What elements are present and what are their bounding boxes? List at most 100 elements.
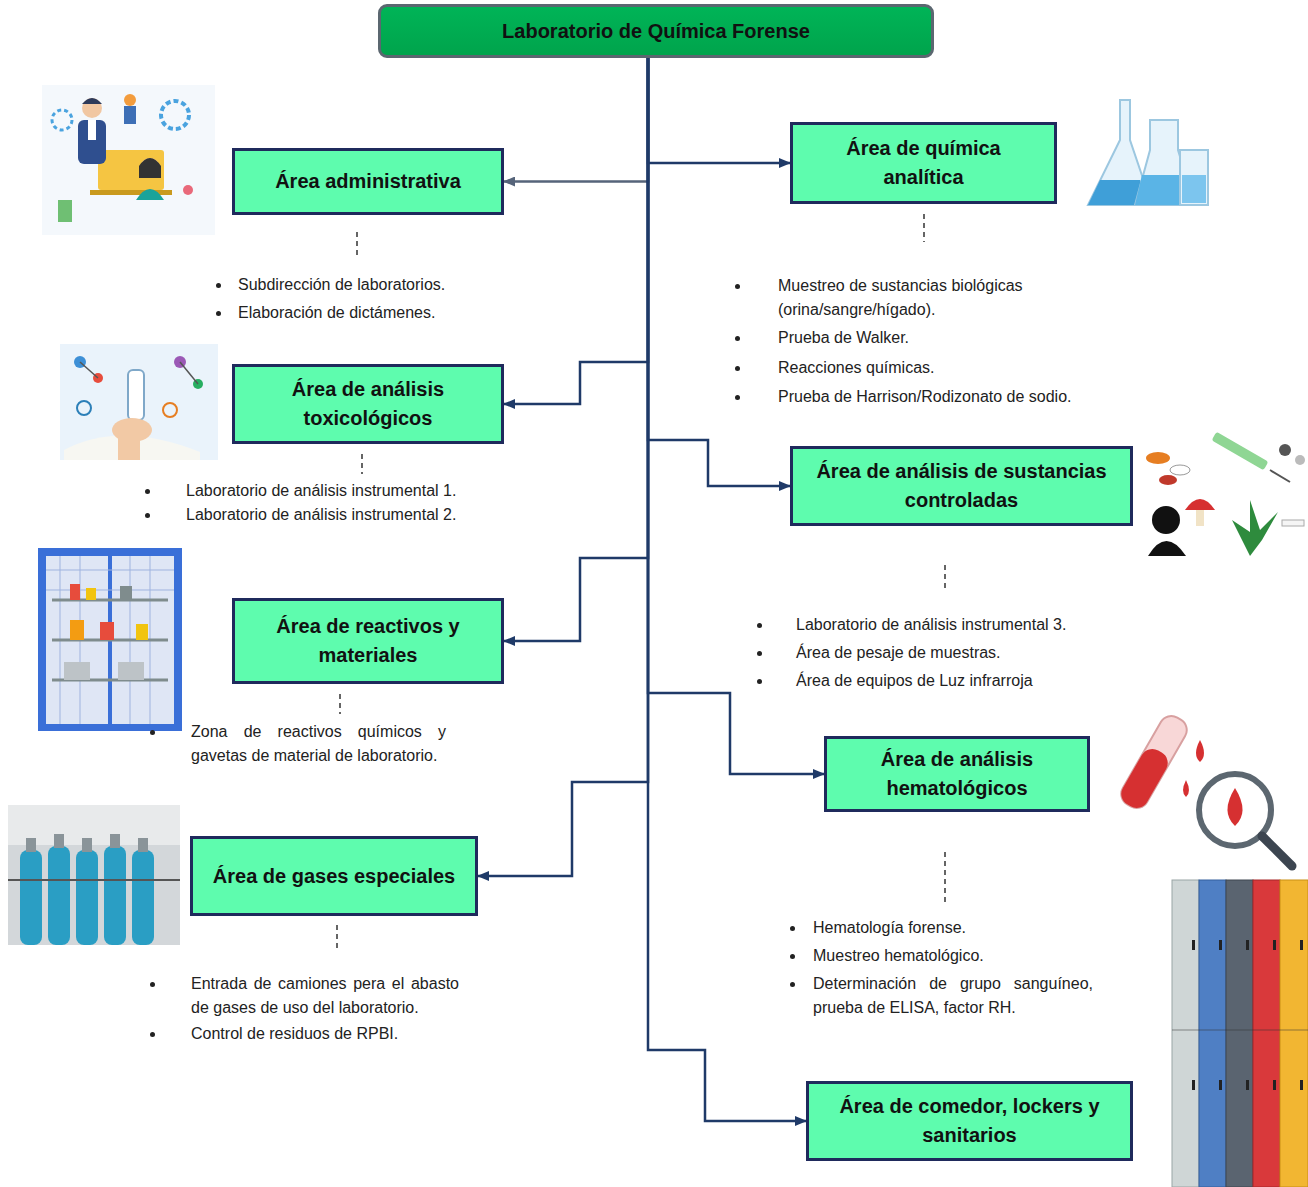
drugs-illustration-part <box>1212 432 1269 471</box>
bullet-text: Laboratorio de análisis instrumental 3. <box>796 613 1196 637</box>
bullet-dot <box>735 366 740 371</box>
office-illustration-part <box>88 120 96 140</box>
lockers-illustration-part-part <box>1273 940 1276 950</box>
bullet-dot <box>790 982 795 987</box>
area-box: Área administrativa <box>232 148 504 215</box>
bullet-dot <box>735 284 740 289</box>
gas-cylinders-part <box>8 879 180 881</box>
area-name: Área de análisis de sustancias controlad… <box>805 457 1118 515</box>
reagent-cabinet-part-part <box>46 590 174 591</box>
gas-cylinders-part-part <box>138 838 148 852</box>
drugs-illustration-part <box>1146 452 1170 464</box>
lockers-illustration-part-part <box>1300 1080 1303 1090</box>
gas-cylinders-part-part <box>104 846 126 945</box>
area-box: Área de análisis toxicológicos <box>232 364 504 444</box>
blood-illustration-part <box>1228 788 1243 826</box>
flask-illustration <box>1088 100 1208 205</box>
drugs-illustration-part <box>1295 455 1305 465</box>
lockers-illustration <box>1172 880 1308 1187</box>
area-box: Área de comedor, lockers y sanitarios <box>806 1081 1133 1161</box>
bullet-text: Laboratorio de análisis instrumental 2. <box>186 503 566 527</box>
office-illustration-part <box>140 158 160 178</box>
toxicology-illustration-part <box>128 370 144 420</box>
bullet-item: Reacciones químicas. <box>735 356 1108 380</box>
bullet-dot <box>150 1032 155 1037</box>
lockers-illustration-part-part <box>1192 1080 1195 1090</box>
flask-illustration-part <box>1180 150 1208 205</box>
office-illustration-part <box>124 94 136 106</box>
bullet-item: Entrada de camiones pera el abasto de ga… <box>150 972 459 1020</box>
leader-dash-part <box>339 694 341 714</box>
office-illustration-part <box>82 98 102 104</box>
bullet-text: Prueba de Harrison/Rodizonato de sodio. <box>778 385 1198 409</box>
leader-dash-part <box>923 214 925 242</box>
bullet-dot <box>216 311 221 316</box>
lockers-illustration-part-part <box>1219 940 1222 950</box>
reagent-cabinet-part <box>64 662 90 680</box>
reagent-cabinet-part <box>46 556 174 724</box>
toxicology-illustration <box>60 344 218 460</box>
office-illustration-part <box>42 85 215 235</box>
branch-connector <box>504 58 648 404</box>
leader-dash-part <box>336 925 338 952</box>
area-box: Área de análisis de sustancias controlad… <box>790 446 1133 526</box>
gas-cylinders-part-part <box>132 850 154 945</box>
title-box: Laboratorio de Química Forense <box>378 4 934 58</box>
office-illustration-part <box>52 110 72 130</box>
leader-dash-part <box>356 232 358 258</box>
bullet-item: Zona de reactivos químicos y gavetas de … <box>150 720 446 768</box>
area-name: Área de análisis toxicológicos <box>247 375 489 433</box>
blood-illustration-part <box>1196 740 1204 762</box>
bullet-text: Prueba de Walker. <box>778 326 1108 350</box>
leader-dash-part <box>944 852 946 902</box>
bullet-text: Área de pesaje de muestras. <box>796 641 1196 665</box>
bullet-item: Laboratorio de análisis instrumental 3. <box>757 613 1196 637</box>
lockers-illustration-part-part <box>1219 1080 1222 1090</box>
drugs-illustration-part <box>1196 510 1204 526</box>
drugs-illustration-part <box>1270 470 1290 482</box>
toxicology-illustration-part <box>60 344 218 460</box>
drugs-illustration-part <box>1279 444 1291 456</box>
bullet-dot <box>150 982 155 987</box>
bullet-text: Subdirección de laboratorios. <box>238 273 538 297</box>
bullet-dot <box>757 623 762 628</box>
lockers-illustration-part-part <box>1192 940 1195 950</box>
lockers-illustration-part-part <box>1300 940 1303 950</box>
area-box: Área de gases especiales <box>190 836 478 916</box>
lockers-illustration-part-part <box>1246 1080 1249 1090</box>
branch-connector <box>648 58 806 1121</box>
office-illustration-part <box>90 190 172 195</box>
bullet-dot <box>757 651 762 656</box>
drugs-illustration-part <box>1148 541 1186 556</box>
office-illustration-part <box>78 120 106 164</box>
gas-cylinders-part <box>26 834 148 852</box>
bullet-text: Área de equipos de Luz infrarroja <box>796 669 1196 693</box>
reagent-cabinet <box>38 548 182 731</box>
bullet-dot <box>757 679 762 684</box>
reagent-cabinet-part <box>118 662 144 680</box>
branch-connector <box>504 58 648 641</box>
reagent-cabinet-part <box>38 548 182 731</box>
bullet-item: Área de equipos de Luz infrarroja <box>757 669 1196 693</box>
branch-connector <box>648 58 790 486</box>
toxicology-illustration-part <box>77 401 91 415</box>
gas-cylinders-part <box>8 805 180 945</box>
blood-illustration-part <box>1117 712 1191 813</box>
bullet-item: Muestreo hematológico. <box>790 944 1213 968</box>
gas-cylinders-part-part <box>26 838 36 852</box>
area-name: Área de análisis hematológicos <box>839 745 1075 803</box>
reagent-cabinet-part <box>70 620 84 640</box>
office-illustration <box>42 85 215 235</box>
drugs-illustration-part <box>1152 506 1180 534</box>
toxicology-illustration-part <box>180 362 198 384</box>
bullet-item: Laboratorio de análisis instrumental 1. <box>145 479 566 503</box>
toxicology-illustration-part <box>163 403 177 417</box>
blood-illustration <box>1117 712 1292 866</box>
office-illustration-part <box>58 200 72 222</box>
diagram-title-text: Laboratorio de Química Forense <box>502 17 810 46</box>
area-name: Área de gases especiales <box>213 862 455 891</box>
office-illustration-part <box>183 185 193 195</box>
bullet-item: Laboratorio de análisis instrumental 2. <box>145 503 566 527</box>
office-illustration-part <box>124 106 136 124</box>
bullet-dot <box>216 283 221 288</box>
